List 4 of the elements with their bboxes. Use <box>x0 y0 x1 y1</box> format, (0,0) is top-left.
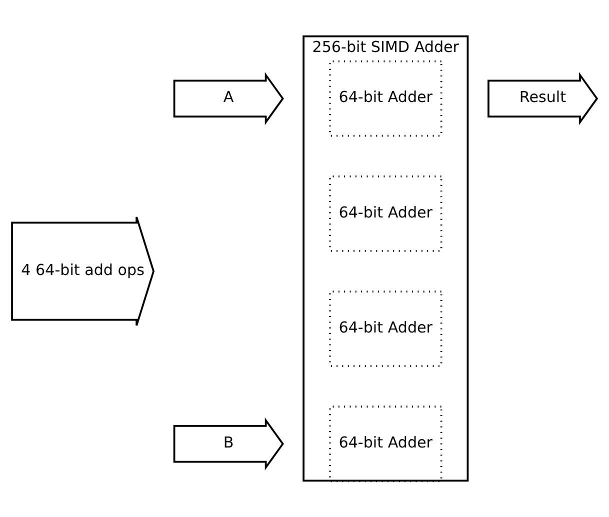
node-box: 64-bit Adder <box>329 175 442 252</box>
node-box: 64-bit Adder <box>329 290 442 367</box>
node-box: 64-bit Adder <box>329 60 442 137</box>
node-box: 64-bit Adder <box>329 406 442 482</box>
